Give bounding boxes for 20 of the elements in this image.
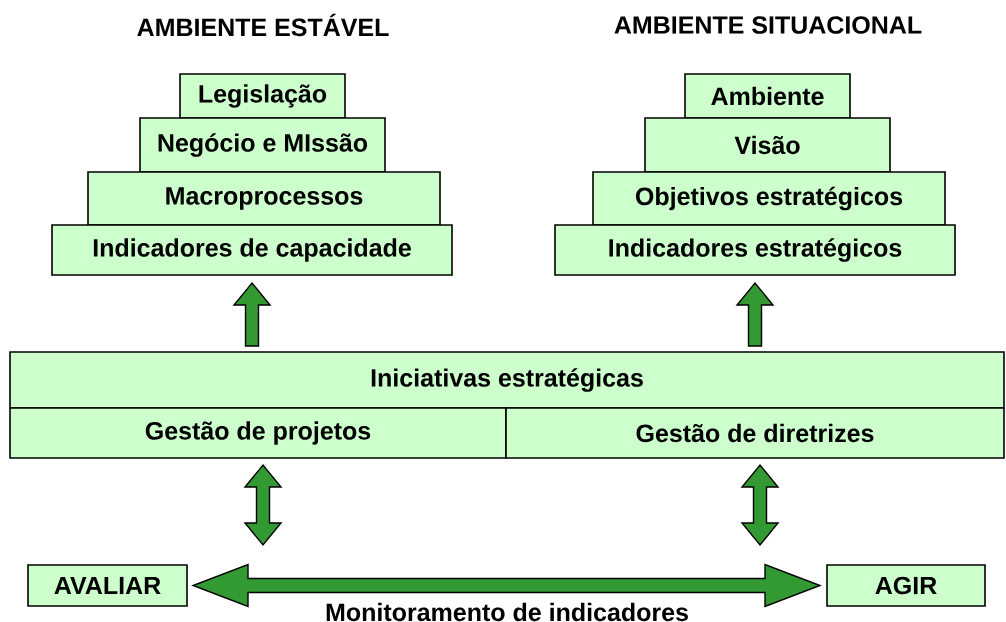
text-box: Macroprocessos [87, 171, 441, 226]
text-box: Visão [644, 117, 891, 173]
text-box: Objetivos estratégicos [592, 171, 946, 226]
text-box: Negócio e MIssão [139, 117, 386, 173]
heading: AMBIENTE SITUACIONAL [614, 16, 922, 34]
text-box: Gestão de diretrizes [505, 407, 1005, 459]
block-arrow [232, 281, 272, 347]
block-arrow [735, 281, 775, 347]
block-arrow [191, 563, 822, 608]
text-box: Gestão de projetos [9, 407, 507, 459]
block-arrow [740, 463, 780, 547]
text-box: Indicadores de capacidade [51, 224, 453, 276]
edge-label: Monitoramento de indicadores [324, 601, 690, 622]
text-box: AVALIAR [27, 564, 188, 607]
heading: AMBIENTE ESTÁVEL [137, 13, 389, 37]
block-arrow [243, 463, 283, 547]
text-box: Indicadores estratégicos [554, 224, 956, 276]
text-box: AGIR [826, 564, 986, 607]
text-box: Ambiente [684, 73, 851, 119]
text-box: Legislação [179, 73, 346, 119]
